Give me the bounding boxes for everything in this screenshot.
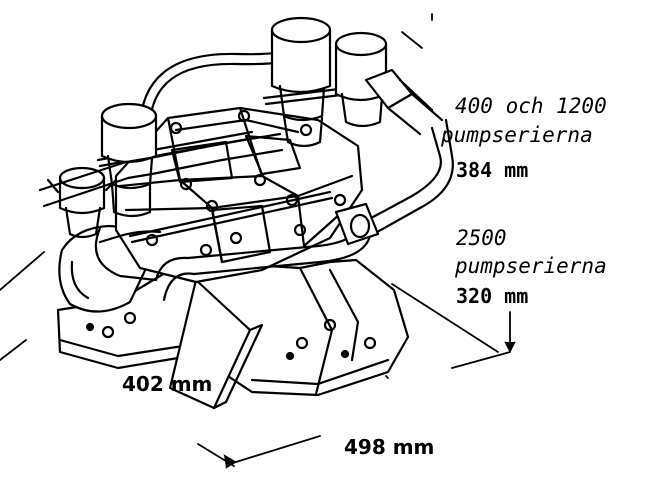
width-dimension-label: 402 mm bbox=[122, 372, 213, 396]
series-2500-subtitle: pumpserierna bbox=[455, 254, 607, 278]
depth-dimension-label: 498 mm bbox=[344, 435, 435, 459]
valve-cap-rear-center bbox=[270, 16, 332, 148]
series-2500-title: 2500 bbox=[456, 226, 507, 250]
discharge-fitting bbox=[364, 68, 444, 136]
pump-base bbox=[56, 258, 410, 410]
series-400-1200-subtitle: pumpserierna bbox=[441, 123, 593, 147]
side-fitting bbox=[334, 202, 380, 246]
valve-cap-front-left bbox=[46, 166, 118, 239]
series-400-1200-dimension: 384 mm bbox=[456, 158, 529, 182]
series-400-1200-title: 400 och 1200 bbox=[455, 94, 607, 118]
dimension-lines bbox=[0, 13, 516, 469]
series-2500-dimension: 320 mm bbox=[456, 284, 529, 308]
